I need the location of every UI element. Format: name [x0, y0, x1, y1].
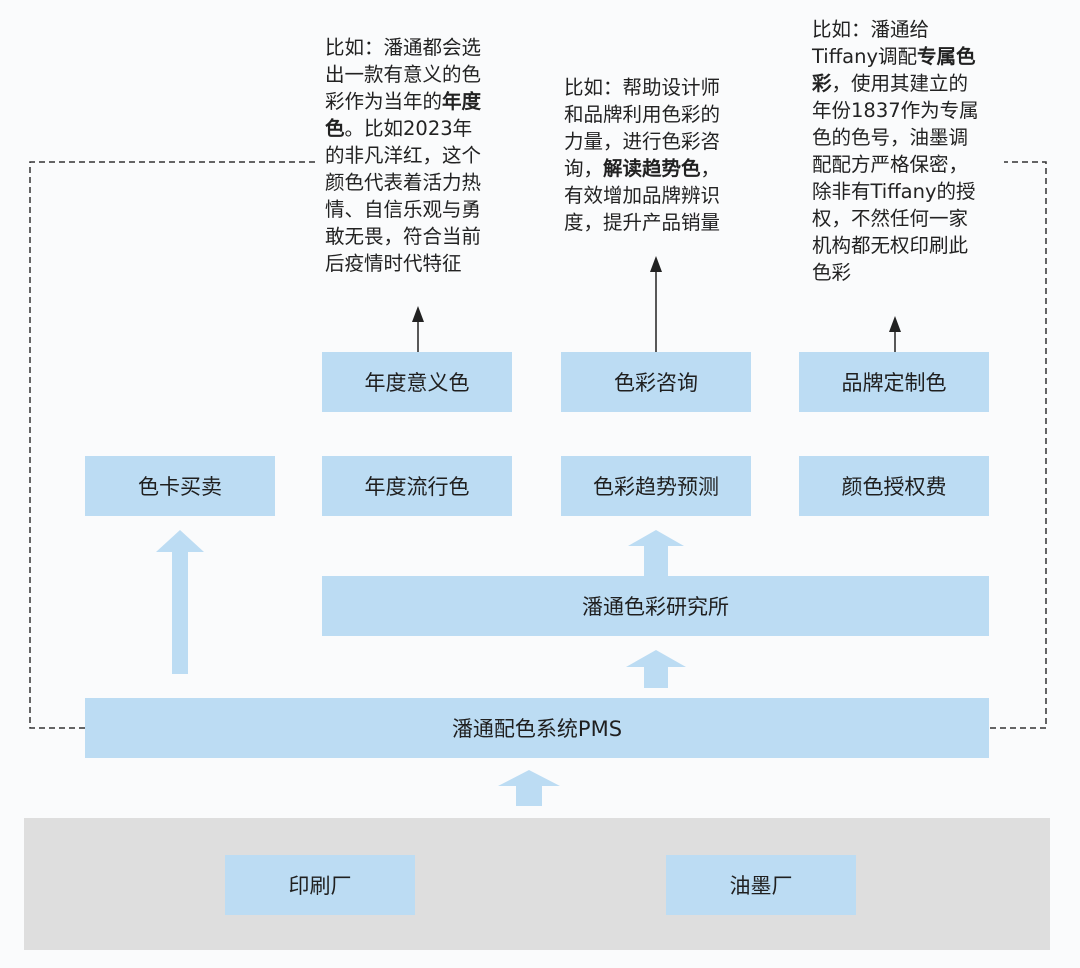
note-line: 比如：潘通给 [812, 16, 979, 43]
note-line: 情、自信乐观与勇 [325, 196, 481, 223]
note-text: Tiffany调配 [812, 45, 918, 68]
box-annual-trend-color: 年度流行色 [322, 456, 512, 516]
box-color-card-trade: 色卡买卖 [85, 456, 275, 516]
note-line: 机构都无权印刷此 [812, 232, 979, 259]
note-line: 权，不然任何一家 [812, 205, 979, 232]
note-text: 的非凡洋红，这个 [325, 144, 482, 167]
note-line: Tiffany调配专属色 [812, 43, 979, 70]
arrow-head-middle [650, 256, 662, 272]
note-line: 出一款有意义的色 [325, 61, 481, 88]
note-line: 后疫情时代特征 [325, 250, 481, 277]
note-line: 比如：潘通都会选 [325, 34, 481, 61]
note-line: 年份1837作为专属 [812, 97, 979, 124]
note-text: 比如：帮助设计师 [564, 76, 721, 99]
box-printing-factory: 印刷厂 [225, 855, 415, 915]
note-text: 后疫情时代特征 [325, 252, 462, 275]
box-ink-factory: 油墨厂 [666, 855, 856, 915]
note-line: 颜色代表着活力热 [325, 169, 481, 196]
note-line: 配配方严格保密， [812, 151, 979, 178]
arrow-head-left [412, 306, 424, 322]
dashed-connector-left [29, 161, 318, 729]
note-emphasis: 年度 [442, 90, 482, 113]
note-line: 色彩 [812, 259, 979, 286]
dashed-connector-right [990, 161, 1047, 729]
note-emphasis: 专属色 [917, 45, 976, 68]
manufacturers-panel [24, 818, 1050, 950]
note-text: 力量，进行色彩咨 [564, 130, 721, 153]
box-annual-meaning-color: 年度意义色 [322, 352, 512, 412]
note-text: 彩作为当年的 [325, 90, 443, 113]
note-text: ， [700, 157, 721, 180]
note-line: 询，解读趋势色， [564, 155, 720, 182]
note-text: ，使用其建立的 [831, 72, 969, 95]
note-text: 比如：潘通都会选 [325, 36, 482, 59]
note-text: 度，提升产品销量 [564, 211, 721, 234]
note-line: 有效增加品牌辨识 [564, 182, 720, 209]
note-line: 敢无畏，符合当前 [325, 223, 481, 250]
note-emphasis: 彩 [812, 72, 832, 95]
note-consulting-example: 比如：帮助设计师和品牌利用色彩的力量，进行色彩咨询，解读趋势色，有效增加品牌辨识… [564, 74, 720, 236]
box-pantone-pms: 潘通配色系统PMS [85, 698, 989, 758]
box-pantone-institute: 潘通色彩研究所 [322, 576, 989, 636]
note-text: 除非有Tiffany的授 [812, 180, 976, 203]
note-text: 有效增加品牌辨识 [564, 184, 721, 207]
box-color-trend-forecast: 色彩趋势预测 [561, 456, 751, 516]
note-line: 色的色号，油墨调 [812, 124, 979, 151]
note-text: 机构都无权印刷此 [812, 234, 969, 257]
note-line: 色。比如2023年 [325, 115, 481, 142]
arrow-head-right [889, 316, 901, 332]
note-line: 度，提升产品销量 [564, 209, 720, 236]
box-brand-custom-color: 品牌定制色 [799, 352, 989, 412]
note-text: 比如：潘通给 [812, 18, 930, 41]
box-color-consulting: 色彩咨询 [561, 352, 751, 412]
block-arrow-to-color-card [156, 530, 204, 674]
note-line: 的非凡洋红，这个 [325, 142, 481, 169]
note-text: 出一款有意义的色 [325, 63, 482, 86]
note-emphasis: 解读趋势色 [603, 157, 701, 180]
note-text: 情、自信乐观与勇 [325, 198, 482, 221]
box-color-license-fee: 颜色授权费 [799, 456, 989, 516]
note-annual-color-example: 比如：潘通都会选出一款有意义的色彩作为当年的年度色。比如2023年的非凡洋红，这… [325, 34, 481, 277]
note-line: 除非有Tiffany的授 [812, 178, 979, 205]
note-line: 比如：帮助设计师 [564, 74, 720, 101]
note-text: 权，不然任何一家 [812, 207, 969, 230]
note-line: 彩作为当年的年度 [325, 88, 481, 115]
note-text: 和品牌利用色彩的 [564, 103, 721, 126]
note-text: 色彩 [812, 261, 852, 284]
note-text: 颜色代表着活力热 [325, 171, 482, 194]
note-text: 年份1837作为专属 [812, 99, 979, 122]
note-line: 彩，使用其建立的 [812, 70, 979, 97]
note-text: 色的色号，油墨调 [812, 126, 969, 149]
note-emphasis: 色 [325, 117, 345, 140]
note-text: 配配方严格保密， [812, 153, 969, 176]
note-text: 敢无畏，符合当前 [325, 225, 482, 248]
block-arrow-to-pms [498, 770, 560, 806]
block-arrow-to-institute [626, 650, 686, 688]
note-line: 和品牌利用色彩的 [564, 101, 720, 128]
block-arrow-to-trend-forecast [628, 530, 684, 576]
note-text: 询， [564, 157, 604, 180]
note-line: 力量，进行色彩咨 [564, 128, 720, 155]
note-text: 。比如2023年 [344, 117, 473, 140]
